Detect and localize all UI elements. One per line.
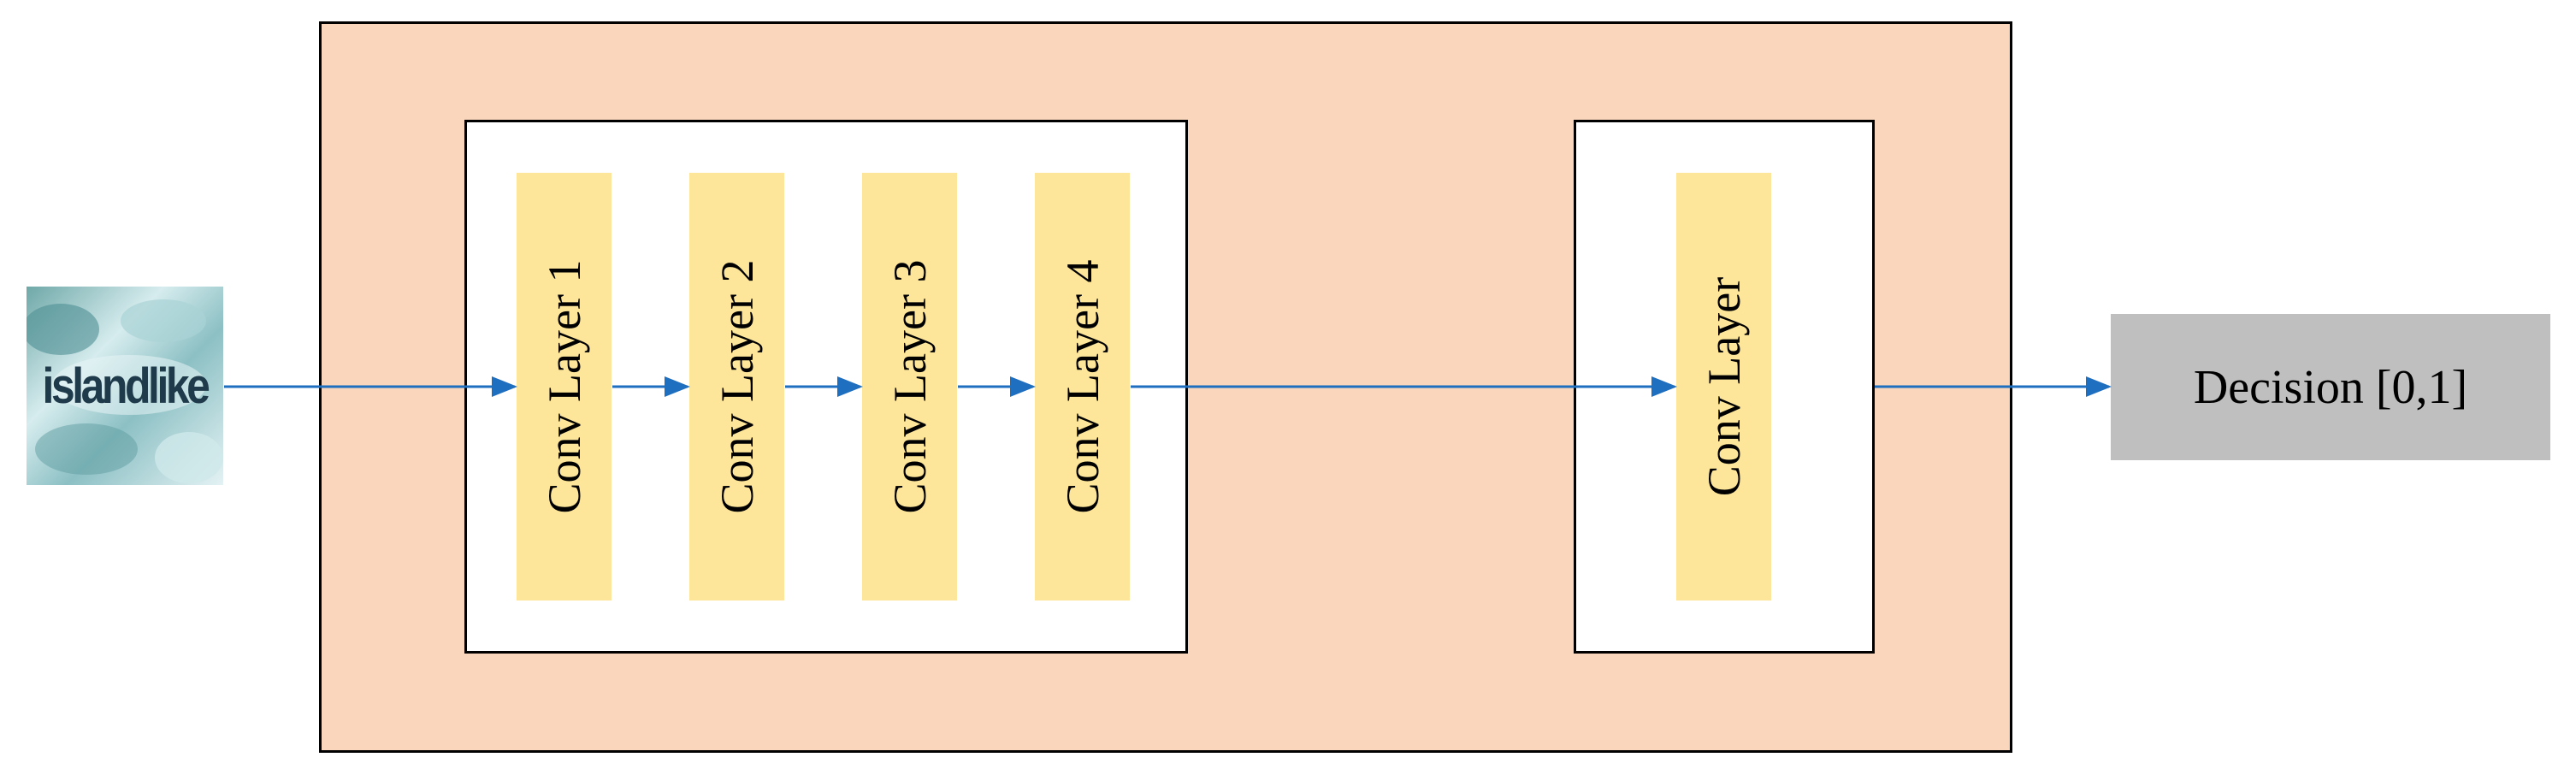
conv-layer-3: Conv Layer 3 <box>862 173 957 601</box>
decision-box: Decision [0,1] <box>2111 314 2550 460</box>
input-image-texture <box>27 287 223 485</box>
decision-label: Decision [0,1] <box>2193 360 2468 414</box>
conv-layer-1: Conv Layer 1 <box>517 173 612 601</box>
input-text-image: islandlike <box>27 287 223 485</box>
conv-layer-2: Conv Layer 2 <box>689 173 784 601</box>
head-conv-layer: Conv Layer <box>1676 173 1771 601</box>
input-image-word: islandlike <box>42 358 210 414</box>
conv-layer-4: Conv Layer 4 <box>1035 173 1130 601</box>
